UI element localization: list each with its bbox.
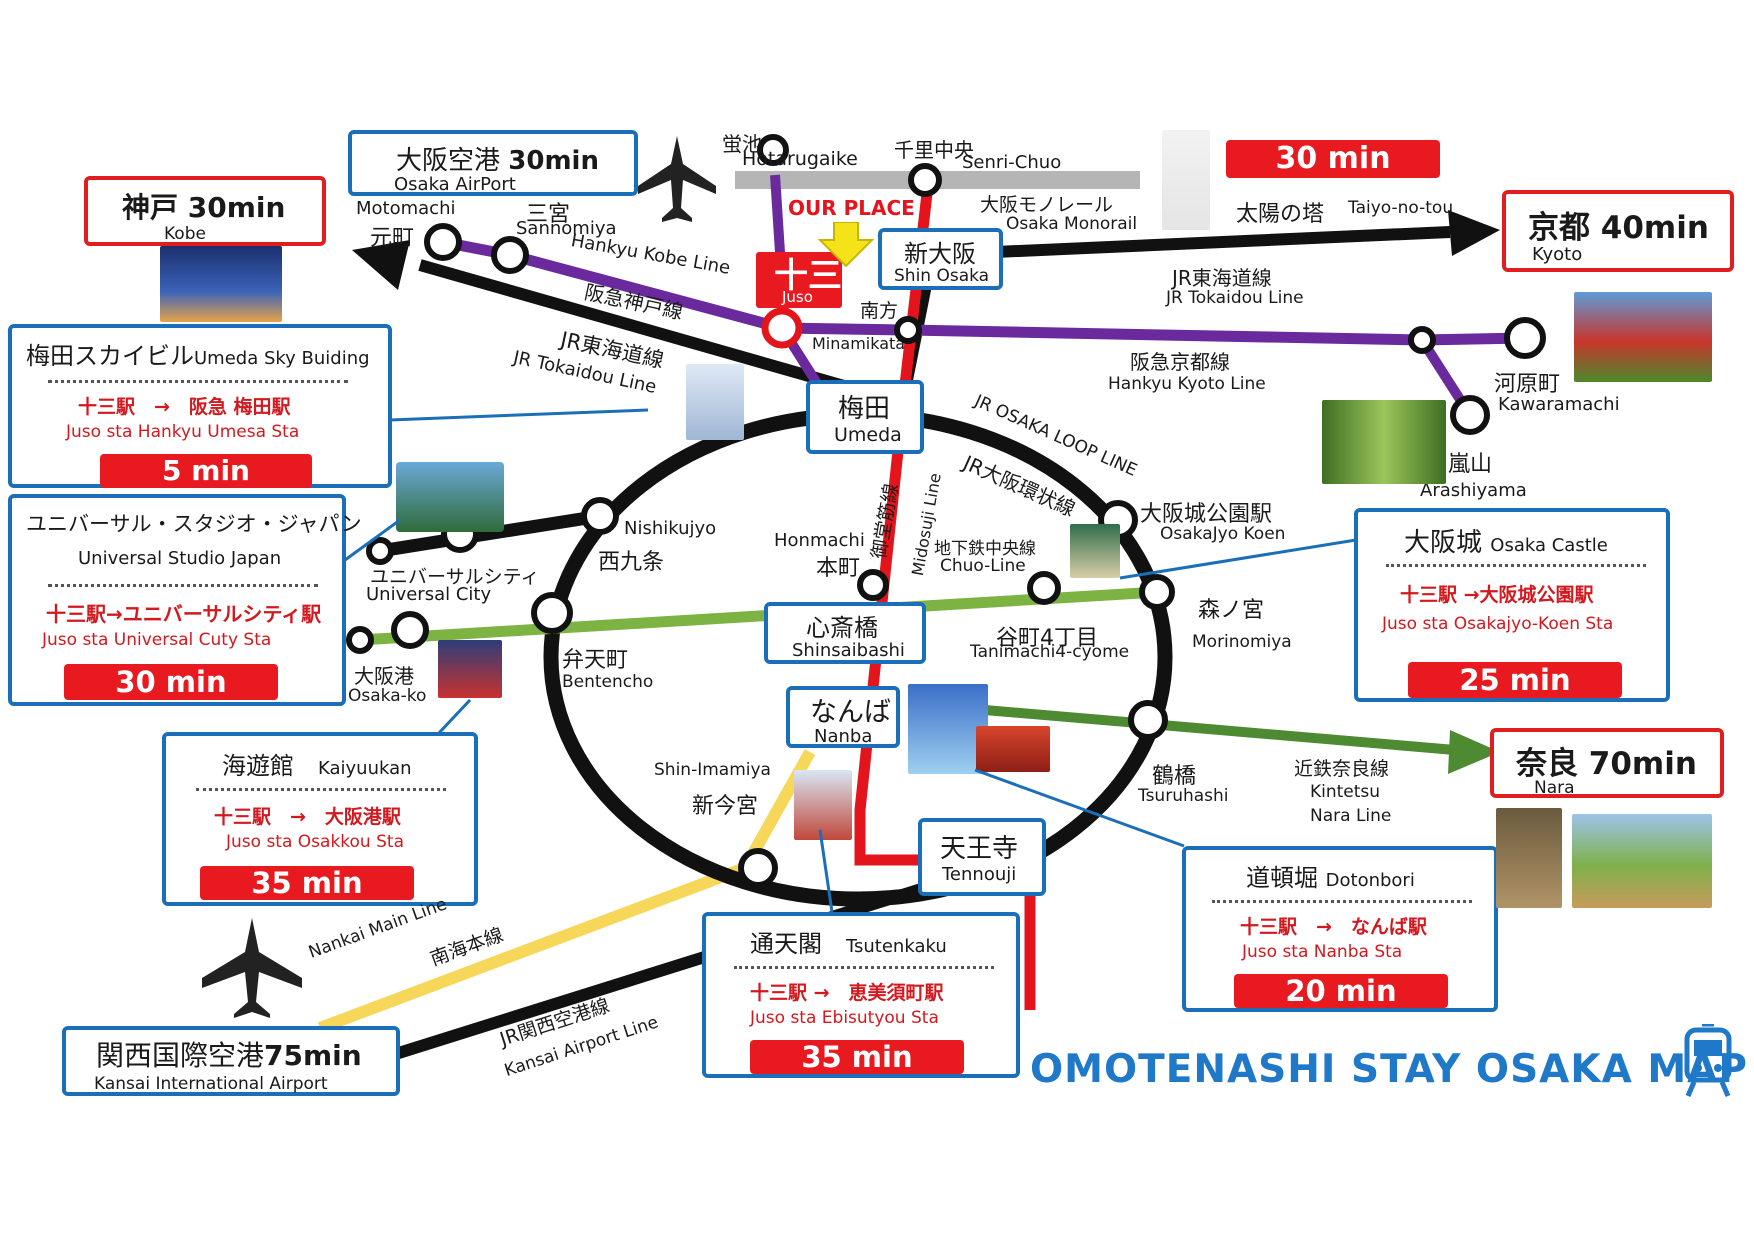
train-icon [1684, 1024, 1732, 1097]
infobox-usj[interactable]: ユニバーサル・スタジオ・ジャパン Universal Studio Japan … [8, 494, 362, 706]
airplane-icon [638, 136, 716, 222]
nara-buddha-photo [1496, 808, 1562, 908]
station-box-umeda[interactable]: 梅田 Umeda [806, 380, 924, 454]
station-box-tennouji[interactable]: 天王寺 Tennouji [918, 818, 1046, 896]
station-usj-2 [366, 537, 394, 565]
station-osakako-2 [346, 626, 374, 654]
kyoto-shrine-photo [1574, 292, 1712, 382]
usj-globe-photo [396, 462, 504, 532]
our-place-label: OUR PLACE [788, 196, 915, 220]
kobe-arrow-icon [352, 240, 410, 290]
infobox-umeda-sky[interactable]: 梅田スカイビルUmeda Sky Buiding 十三駅 → 阪急 梅田駅 Ju… [8, 324, 392, 488]
nara-deer-photo [1572, 814, 1712, 908]
station-box-shinosaka[interactable]: 新大阪 Shin Osaka [878, 228, 1003, 290]
station-tanimachi [1027, 571, 1061, 605]
jr-kansai-airport-line [368, 874, 952, 1068]
destination-nara[interactable]: 奈良 70min Nara [1490, 728, 1724, 798]
taiyo-no-tou-photo [1162, 130, 1210, 230]
kintetsu-nara-line [984, 705, 1456, 755]
station-morinomiya [1139, 574, 1175, 610]
kyoto-arrow-icon [1448, 210, 1500, 256]
osaka-castle-photo [1070, 524, 1120, 578]
infobox-kaiyukan[interactable]: 海遊館 Kaiyuukan 十三駅 → 大阪港駅 Juso sta Osakko… [162, 732, 478, 906]
station-kawaramachi [1504, 317, 1546, 359]
jr-yumesaki-line [378, 509, 602, 558]
station-box-nanba[interactable]: なんば Nanba [786, 686, 900, 748]
station-shinimamiya [738, 848, 778, 888]
station-osakako-1 [391, 611, 429, 649]
map-title: OMOTENASHI STAY OSAKA MAP [1030, 1047, 1748, 1092]
station-box-juso[interactable]: 十三 Juso [756, 252, 842, 308]
glico-sign-photo [908, 684, 988, 774]
umeda-sky-photo [686, 364, 744, 440]
kobe-photo [160, 246, 282, 322]
station-hotarugaike [757, 134, 789, 166]
station-senri-chuo [908, 163, 942, 197]
hankyu-kyoto-line [781, 322, 1526, 346]
station-nishikujo [581, 497, 619, 535]
station-tsuruhashi [1128, 700, 1168, 740]
jr-tokaido-kobe-line [418, 259, 867, 398]
jr-tokaido-kyoto-line [994, 226, 1451, 258]
infobox-dotonbori[interactable]: 道頓堀 Dotonbori 十三駅 → なんば駅 Juso sta Nanba … [1182, 846, 1498, 1012]
station-bentencho [531, 592, 573, 634]
destination-osaka-airport[interactable]: 大阪空港 30min Osaka AirPort [348, 130, 638, 196]
airplane-icon [202, 918, 302, 1018]
infobox-tsutenkaku[interactable]: 通天閣 Tsutenkaku 十三駅 → 恵美須町駅 Juso sta Ebis… [702, 912, 1020, 1078]
chuo-line [359, 586, 1159, 646]
kani-doraku-photo [976, 726, 1050, 772]
infobox-osaka-castle[interactable]: 大阪城 Osaka Castle 十三駅 →大阪城公園駅 Juso sta Os… [1354, 508, 1670, 702]
station-box-shinsaibashi[interactable]: 心斎橋 Shinsaibashi [764, 602, 926, 664]
station-motomachi [424, 223, 462, 261]
station-juso-ring [761, 307, 803, 349]
arashiyama-bamboo-photo [1322, 400, 1446, 484]
station-honmachi [857, 569, 889, 601]
station-minamikata [894, 316, 922, 344]
kaiyukan-photo [438, 640, 502, 698]
station-arashiyama [1450, 395, 1490, 435]
arrow-down-icon [818, 222, 874, 268]
station-hankyu-kyoto-mid [1408, 326, 1436, 354]
destination-kyoto[interactable]: 京都 40min Kyoto [1502, 190, 1734, 272]
station-sannomiya [491, 236, 529, 274]
nankai-line [317, 862, 748, 1034]
destination-kansai-airport[interactable]: 関西国際空港75min Kansai International Airport [62, 1026, 400, 1096]
monorail-time-badge: 30 min [1226, 140, 1440, 178]
tsutenkaku-photo [794, 770, 852, 840]
nara-arrow-icon [1448, 730, 1500, 774]
destination-kobe[interactable]: 神戸 30min Kobe [84, 176, 326, 246]
